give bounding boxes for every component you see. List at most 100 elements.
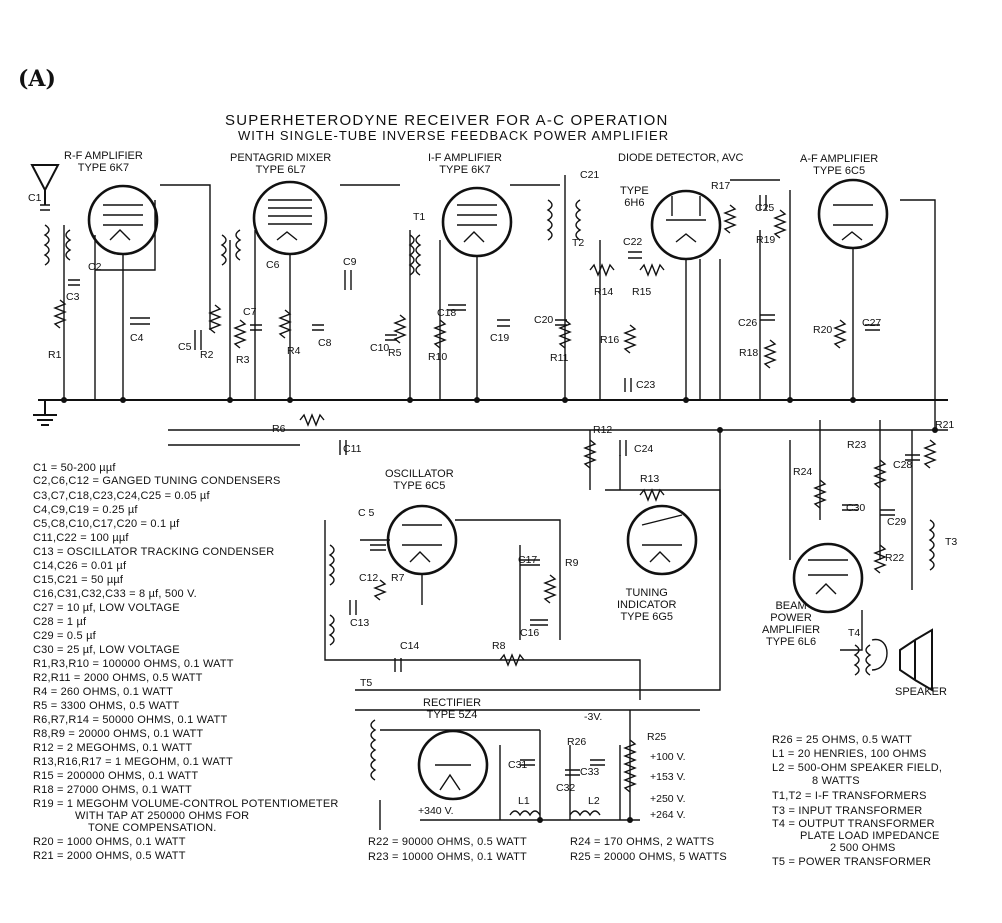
label-t3: T3 bbox=[945, 536, 958, 548]
label-c31: C31 bbox=[508, 759, 528, 771]
label-c10: C10 bbox=[370, 342, 390, 354]
label-t2: T2 bbox=[572, 237, 585, 249]
ground-symbol bbox=[33, 400, 57, 426]
label-r4: R4 bbox=[287, 345, 301, 357]
label-r26: R26 bbox=[567, 736, 587, 748]
label-c32: C32 bbox=[556, 782, 576, 794]
label-l2: L2 bbox=[588, 795, 600, 807]
stage-label-detector: DIODE DETECTOR, AVC bbox=[618, 152, 744, 164]
label-r16: R16 bbox=[600, 334, 620, 346]
tube-tuning-indicator bbox=[626, 504, 698, 576]
stage-label-speaker: SPEAKER bbox=[895, 686, 947, 698]
label-r9: R9 bbox=[565, 557, 579, 569]
label-c5: C5 bbox=[178, 341, 192, 353]
label-r1: R1 bbox=[48, 349, 62, 361]
label-r14: R14 bbox=[594, 286, 614, 298]
label-r7: R7 bbox=[391, 572, 405, 584]
label-r18: R18 bbox=[739, 347, 759, 359]
label-c24: C24 bbox=[634, 443, 654, 455]
label-c13: C13 bbox=[350, 617, 370, 629]
diagram-subtitle: WITH SINGLE-TUBE INVERSE FEEDBACK POWER … bbox=[238, 128, 670, 143]
label-c28: C28 bbox=[893, 459, 913, 471]
label-r19: R19 bbox=[756, 234, 776, 246]
label-c2: C2 bbox=[88, 261, 102, 273]
filter-chokes bbox=[509, 810, 601, 817]
label-r15: R15 bbox=[632, 286, 652, 298]
label-c21: C21 bbox=[580, 169, 600, 181]
label-r8: R8 bbox=[492, 640, 506, 652]
label-l1: L1 bbox=[518, 795, 530, 807]
figure-mark: (A) bbox=[18, 66, 56, 92]
label-c30: C30 bbox=[846, 502, 866, 514]
label-c11: C11 bbox=[343, 443, 362, 455]
label-c25: C25 bbox=[755, 202, 775, 214]
tube-detector bbox=[650, 189, 722, 261]
label-c6: C6 bbox=[266, 259, 280, 271]
label-c14: C14 bbox=[400, 640, 420, 652]
label-r2: R2 bbox=[200, 349, 214, 361]
label-c19: C19 bbox=[490, 332, 510, 344]
voltage-minus3: -3V. bbox=[584, 711, 603, 723]
voltage-250: +250 V. bbox=[650, 793, 686, 805]
label-c8: C8 bbox=[318, 337, 332, 349]
diagram-title: SUPERHETERODYNE RECEIVER FOR A-C OPERATI… bbox=[225, 112, 669, 129]
label-r6: R6 bbox=[272, 423, 286, 435]
label-r17: R17 bbox=[711, 180, 731, 192]
label-c33: C33 bbox=[580, 766, 600, 778]
tube-rectifier bbox=[417, 729, 489, 801]
label-c1: C1 bbox=[28, 192, 42, 204]
tube-rf-amplifier bbox=[87, 184, 159, 256]
label-c26: C26 bbox=[738, 317, 758, 329]
label-r12: R12 bbox=[593, 424, 613, 436]
label-r13: R13 bbox=[640, 473, 660, 485]
label-c22: C22 bbox=[623, 236, 643, 248]
label-r23: R23 bbox=[847, 439, 867, 451]
voltage-264: +264 V. bbox=[650, 809, 686, 821]
label-r5: R5 bbox=[388, 347, 402, 359]
label-c23: C23 bbox=[636, 379, 656, 391]
tube-if-amplifier bbox=[441, 186, 513, 258]
label-r10: R10 bbox=[428, 351, 448, 363]
junction-dots bbox=[61, 397, 938, 823]
label-c29: C29 bbox=[887, 516, 907, 528]
antenna-symbol bbox=[30, 164, 60, 205]
label-c27: C27 bbox=[862, 317, 882, 329]
label-c20: C20 bbox=[534, 314, 554, 326]
speaker-symbol bbox=[899, 628, 933, 692]
label-c3: C3 bbox=[66, 291, 80, 303]
label-t1: T1 bbox=[413, 211, 426, 223]
label-r22: R22 bbox=[885, 552, 905, 564]
label-r24: R24 bbox=[793, 466, 813, 478]
label-c5b: C 5 bbox=[358, 507, 375, 519]
label-c18: C18 bbox=[437, 307, 457, 319]
tube-oscillator bbox=[386, 504, 458, 576]
label-c9: C9 bbox=[343, 256, 357, 268]
label-c4: C4 bbox=[130, 332, 144, 344]
label-r25: R25 bbox=[647, 731, 667, 743]
label-t4: T4 bbox=[848, 627, 861, 639]
voltage-100: +100 V. bbox=[650, 751, 686, 763]
tube-beam-power bbox=[792, 542, 864, 614]
label-c16: C16 bbox=[520, 627, 540, 639]
label-r11: R11 bbox=[550, 352, 569, 364]
tube-af-amplifier bbox=[817, 178, 889, 250]
label-r21: R21 bbox=[935, 419, 955, 431]
label-c12: C12 bbox=[359, 572, 379, 584]
label-c7: C7 bbox=[243, 306, 257, 318]
voltage-340: +340 V. bbox=[418, 805, 454, 817]
label-t5: T5 bbox=[360, 677, 373, 689]
tube-mixer bbox=[252, 180, 328, 256]
label-r20: R20 bbox=[813, 324, 833, 336]
voltage-153: +153 V. bbox=[650, 771, 686, 783]
label-c17: C17 bbox=[518, 554, 538, 566]
